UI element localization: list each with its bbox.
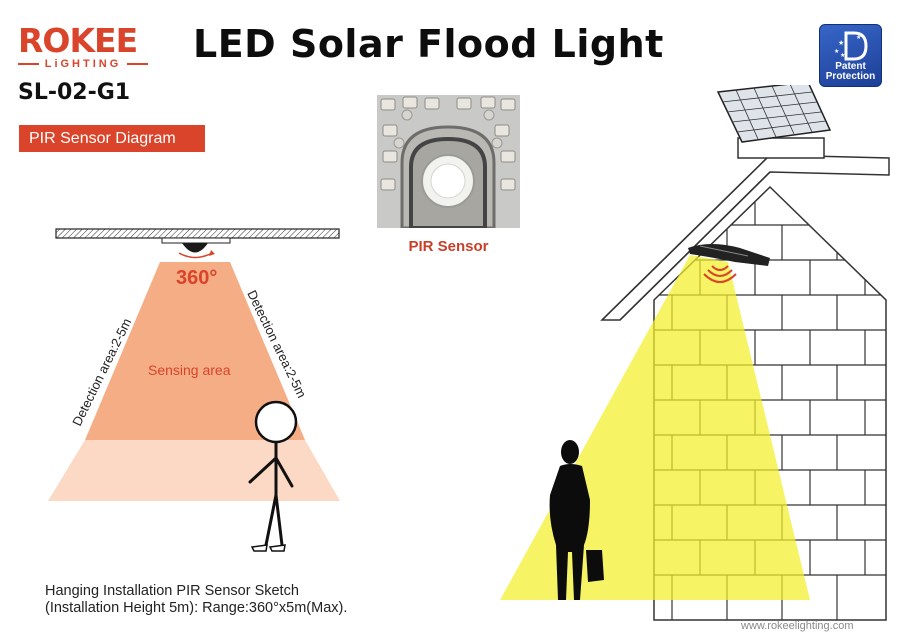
pir-sensor-photo (377, 95, 520, 228)
svg-text:★: ★ (834, 48, 839, 55)
badge-line2: Protection (825, 71, 876, 82)
person-figure (248, 400, 298, 552)
solar-panel (716, 85, 832, 143)
sensor-mount (161, 237, 231, 244)
svg-text:★: ★ (838, 39, 844, 47)
model-number: SL-02-G1 (18, 80, 131, 105)
svg-text:★: ★ (856, 34, 861, 41)
brand-sub: LiGHTING (44, 58, 122, 70)
caption-line1: Hanging Installation PIR Sensor Sketch (45, 583, 299, 599)
brand-name: ROKEE (18, 21, 138, 60)
flood-light-fixture (688, 244, 770, 266)
rotation-arrow-icon (178, 252, 213, 259)
sensor-photo-label: PIR Sensor (408, 238, 489, 255)
website-url: www.rokeelighting.com (741, 620, 854, 632)
brand-logo: ROKEE LiGHTING (18, 21, 148, 70)
patent-badge: ★ ★ ★ ★ Patent Protection (819, 24, 882, 87)
sensing-area-light (48, 440, 340, 501)
house-scene (500, 85, 890, 621)
brand-rule-right (127, 63, 148, 65)
pir-dome (182, 243, 208, 253)
svg-text:★: ★ (840, 52, 845, 59)
person-silhouette (549, 440, 604, 600)
patent-emblem-icon: ★ ★ ★ ★ (834, 31, 868, 61)
pir-signal-icon (703, 265, 737, 283)
brand-rule-left (18, 63, 39, 65)
angle-label: 360° (176, 267, 217, 289)
sensing-area-label: Sensing area (148, 362, 231, 378)
caption-line2: (Installation Height 5m): Range:360°x5m(… (45, 600, 348, 616)
diagram-caption: Hanging Installation PIR Sensor Sketch (… (45, 583, 347, 617)
pir-cone-diagram: 360° Sensing area Detection area:2-5m De… (48, 228, 340, 552)
section-tag: PIR Sensor Diagram (19, 125, 205, 152)
page-title: LED Solar Flood Light (193, 22, 664, 66)
ceiling-slab (55, 228, 340, 239)
badge-line1: Patent (835, 61, 866, 72)
sensing-area-dark (85, 262, 305, 440)
brand-subline: LiGHTING (18, 58, 148, 70)
